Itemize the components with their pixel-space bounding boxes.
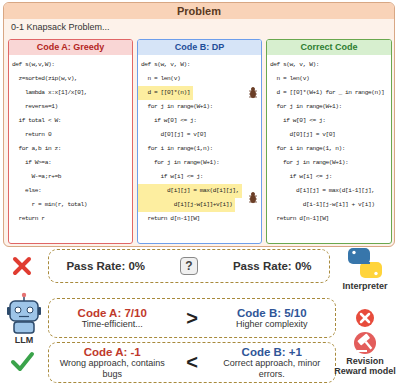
comparison-sign: < [186, 351, 198, 374]
panel-fill [3, 2, 395, 247]
code-line: return r [9, 212, 132, 226]
caption-text: Interpreter [337, 282, 393, 292]
code-line: n = len(v) [138, 72, 261, 86]
score: Code A: 7/10 [78, 307, 147, 319]
code-line: return d[n-1][W] [138, 212, 261, 226]
bug-icon [249, 192, 257, 202]
code-line: return d[n-1][W] [267, 212, 391, 226]
question-box: ? [180, 257, 198, 275]
code-line: for i in range(1,n): [138, 142, 261, 156]
code-line: r = min(r, total) [9, 198, 132, 212]
comment: Time-efficient... [82, 319, 143, 329]
pass-rate: Pass Rate: 0% [66, 260, 145, 272]
column: > [186, 307, 198, 330]
comparison-sign: > [186, 307, 198, 330]
code-header: Code A: Greedy [9, 40, 132, 55]
score: Code B: 5/10 [237, 307, 307, 319]
code-line: for a,b in z: [9, 142, 132, 156]
problem-panel: Problem0-1 Knapsack Problem... Code A: Gr… [3, 2, 395, 247]
code-line: if w[0] <= j: [138, 114, 261, 128]
column: Code A: 7/10Time-efficient... [60, 307, 165, 329]
code-line: for j in range(W+1): [267, 156, 391, 170]
code-line: W-=a;r+=b [9, 170, 132, 184]
cross-badge [356, 309, 374, 327]
pass-rate: Pass Rate: 0% [233, 260, 312, 272]
code-line: if w[i] <= j: [267, 170, 391, 184]
score: Code A: -1 [84, 346, 141, 358]
check-mark [13, 354, 32, 369]
code-line: d = [[0]*(n)] [138, 86, 193, 100]
caption-text: Revision Reward model [334, 357, 396, 377]
result-box: Pass Rate: 0%? Pass Rate: 0% [48, 249, 330, 283]
column: ? [180, 257, 198, 275]
caption-text: LLM [4, 336, 44, 346]
column: Code A: -1Wrong approach, contains bugs [60, 346, 165, 379]
code-fill [137, 39, 262, 244]
code-line: reverse=1) [9, 100, 132, 114]
comment: Wrong approach, contains bugs [60, 358, 165, 379]
code-line: if w[i] <= j: [138, 170, 261, 184]
cross-mark [15, 259, 29, 273]
comment: Correct approach, minor errors. [219, 358, 324, 379]
code-line: for i in range(1, n): [267, 142, 391, 156]
python-logo [348, 248, 382, 278]
problem-statement: 0-1 Knapsack Problem... [4, 19, 394, 32]
column: Code B: 5/10Higher complexity [219, 307, 324, 329]
bug-icon [249, 87, 257, 97]
code-line: else: [9, 184, 132, 198]
column: < [186, 351, 198, 374]
robot-icon [7, 293, 41, 333]
code-box: Correct Code def s(w, v, W): n = len(v) d… [266, 39, 392, 244]
code-line: d[i-1][j-w[i]] + v[i]) [267, 198, 391, 212]
code-line: d[i][j] = max(d[i][j], [138, 184, 242, 198]
judgement-box: Code A: 7/10Time-efficient... > Code B: 5/… [48, 298, 336, 338]
column: Pass Rate: 0% [66, 260, 145, 272]
score: Code B: +1 [242, 346, 302, 358]
code-line: d = [[0]*(W+1) for _ in range(n)] [267, 86, 391, 100]
code-line: for j in range(W+1): [267, 100, 391, 114]
code-header: Correct Code [267, 40, 391, 55]
code-line: n = len(v) [267, 72, 391, 86]
code-line: d[0][j] = v[0] [267, 128, 391, 142]
code-line: d[i][j] = max(d[i-1][j], [267, 184, 391, 198]
tool-label: Interpreter [337, 282, 393, 292]
code-line: if W>=a: [9, 156, 132, 170]
code-line: for j in range(W+1): [138, 100, 261, 114]
code-line: z=sorted(zip(w,v), [9, 72, 132, 86]
model-label: LLM [4, 336, 44, 346]
comment: Higher complexity [236, 319, 308, 329]
code-line: if w[0] <= j: [267, 114, 391, 128]
code-line: def s(w, v, W): [138, 58, 261, 72]
code-line: return 0 [9, 128, 132, 142]
code-fill [8, 39, 133, 244]
panel-title: Problem [4, 3, 394, 19]
code-line: def s(w, v, W): [267, 58, 391, 72]
code-line: lambda x:x[1]/x[0], [9, 86, 132, 100]
column: Pass Rate: 0% [233, 260, 312, 272]
code-line: for j in range(W+1): [138, 156, 261, 170]
code-box: Code B: DP def s(w, v, W): n = len(v) d =… [137, 39, 262, 244]
code-line: d[0][j] = v[0] [138, 128, 261, 142]
code-line: d[i][j-w[i]]+v[i]) [138, 198, 235, 212]
column: Code B: +1Correct approach, minor errors… [219, 346, 324, 379]
judgement-box: Code A: -1Wrong approach, contains bugs <… [48, 342, 336, 383]
model-label: Revision Reward model [334, 357, 396, 377]
code-header: Code B: DP [138, 40, 261, 55]
code-box: Code A: Greedy def s(w,v,W): z=sorted(zip… [8, 39, 133, 244]
question-mark: ? [185, 259, 192, 273]
code-line: def s(w,v,W): [9, 58, 132, 72]
code-line: if total < W: [9, 114, 132, 128]
reward-model-icon [354, 332, 376, 354]
code-fill [266, 39, 392, 244]
